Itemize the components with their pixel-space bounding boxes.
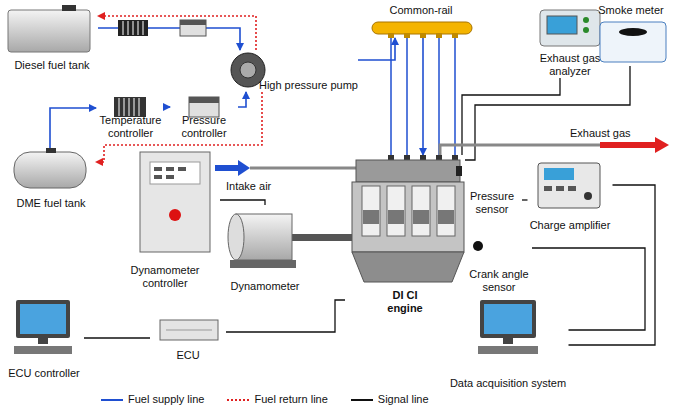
equipment-label: Temperature controller xyxy=(98,114,163,140)
equipment-node: Temperature controller xyxy=(96,95,165,140)
equipment-node: DI CI engine xyxy=(345,155,465,315)
legend-text: Signal line xyxy=(378,393,429,406)
equipment-label: Charge amplifier xyxy=(530,219,611,232)
signal-line xyxy=(462,78,560,155)
signal-line xyxy=(532,248,645,330)
equipment-node: ECU controller xyxy=(4,298,84,380)
fuel-supply-line xyxy=(358,38,395,60)
flow-label: Exhaust gas xyxy=(570,127,631,140)
fuel-supply-line xyxy=(165,106,170,108)
legend: Fuel supply line Fuel return line Signal l… xyxy=(100,393,429,406)
equipment-node: High pressure pump xyxy=(228,50,358,92)
equipment-node: Dynamometer xyxy=(222,205,308,293)
equipment-node: Common-rail xyxy=(368,4,474,38)
signal-line xyxy=(522,199,528,200)
equipment-label: ECU controller xyxy=(8,367,80,380)
equipment-node: Pressure sensor xyxy=(462,186,522,220)
equipment-label: ECU xyxy=(176,349,199,362)
equipment-label: DI CI engine xyxy=(380,289,430,315)
legend-line-sample xyxy=(350,395,374,405)
legend-item: Signal line xyxy=(350,393,429,406)
signal-line xyxy=(84,337,150,338)
equipment-node: DME fuel tank xyxy=(6,148,96,210)
equipment-node: Charge amplifier xyxy=(528,160,613,232)
equipment-label: Crank angle sensor xyxy=(468,268,530,294)
fuel-supply-line xyxy=(422,38,424,155)
equipment-label: Smoke meter xyxy=(598,4,663,17)
equipment-node: Smoke meter xyxy=(592,4,670,66)
fuel-return-line xyxy=(98,16,256,50)
equipment-label: Exhaust gas analyzer xyxy=(531,52,609,78)
fuel-supply-line xyxy=(50,108,96,148)
equipment-label: DME fuel tank xyxy=(16,197,85,210)
legend-text: Fuel supply line xyxy=(128,393,204,406)
equipment-label: Dynamometer controller xyxy=(115,264,215,290)
equipment-label: Diesel fuel tank xyxy=(14,59,89,72)
signal-line xyxy=(220,200,265,205)
equipment-node: Dynamometer controller xyxy=(110,150,220,290)
legend-line-sample xyxy=(100,395,124,405)
equipment-node: Data acquisition system xyxy=(448,298,569,390)
equipment-label: Common-rail xyxy=(390,4,453,17)
fuel-supply-line xyxy=(238,92,246,107)
flow-label: Intake air xyxy=(226,180,271,193)
equipment-node: ECU xyxy=(150,316,226,362)
equipment-label: Dynamometer xyxy=(230,280,299,293)
equipment-node: Diesel fuel tank xyxy=(6,6,98,72)
equipment-node: Pressure controller xyxy=(170,95,238,140)
legend-item: Fuel return line xyxy=(226,393,327,406)
equipment-node: Exhaust gas analyzer xyxy=(529,6,611,78)
equipment-node: Crank angle sensor xyxy=(466,238,532,294)
legend-item: Fuel supply line xyxy=(100,393,204,406)
equipment-label: Pressure sensor xyxy=(464,190,520,216)
equipment-label: High pressure pump xyxy=(259,79,358,92)
equipment-label: Data acquisition system xyxy=(450,377,566,390)
signal-line xyxy=(569,185,656,345)
equipment-label: Pressure controller xyxy=(172,114,236,140)
legend-text: Fuel return line xyxy=(254,393,327,406)
legend-line-sample xyxy=(226,395,250,405)
signal-line xyxy=(226,300,345,332)
